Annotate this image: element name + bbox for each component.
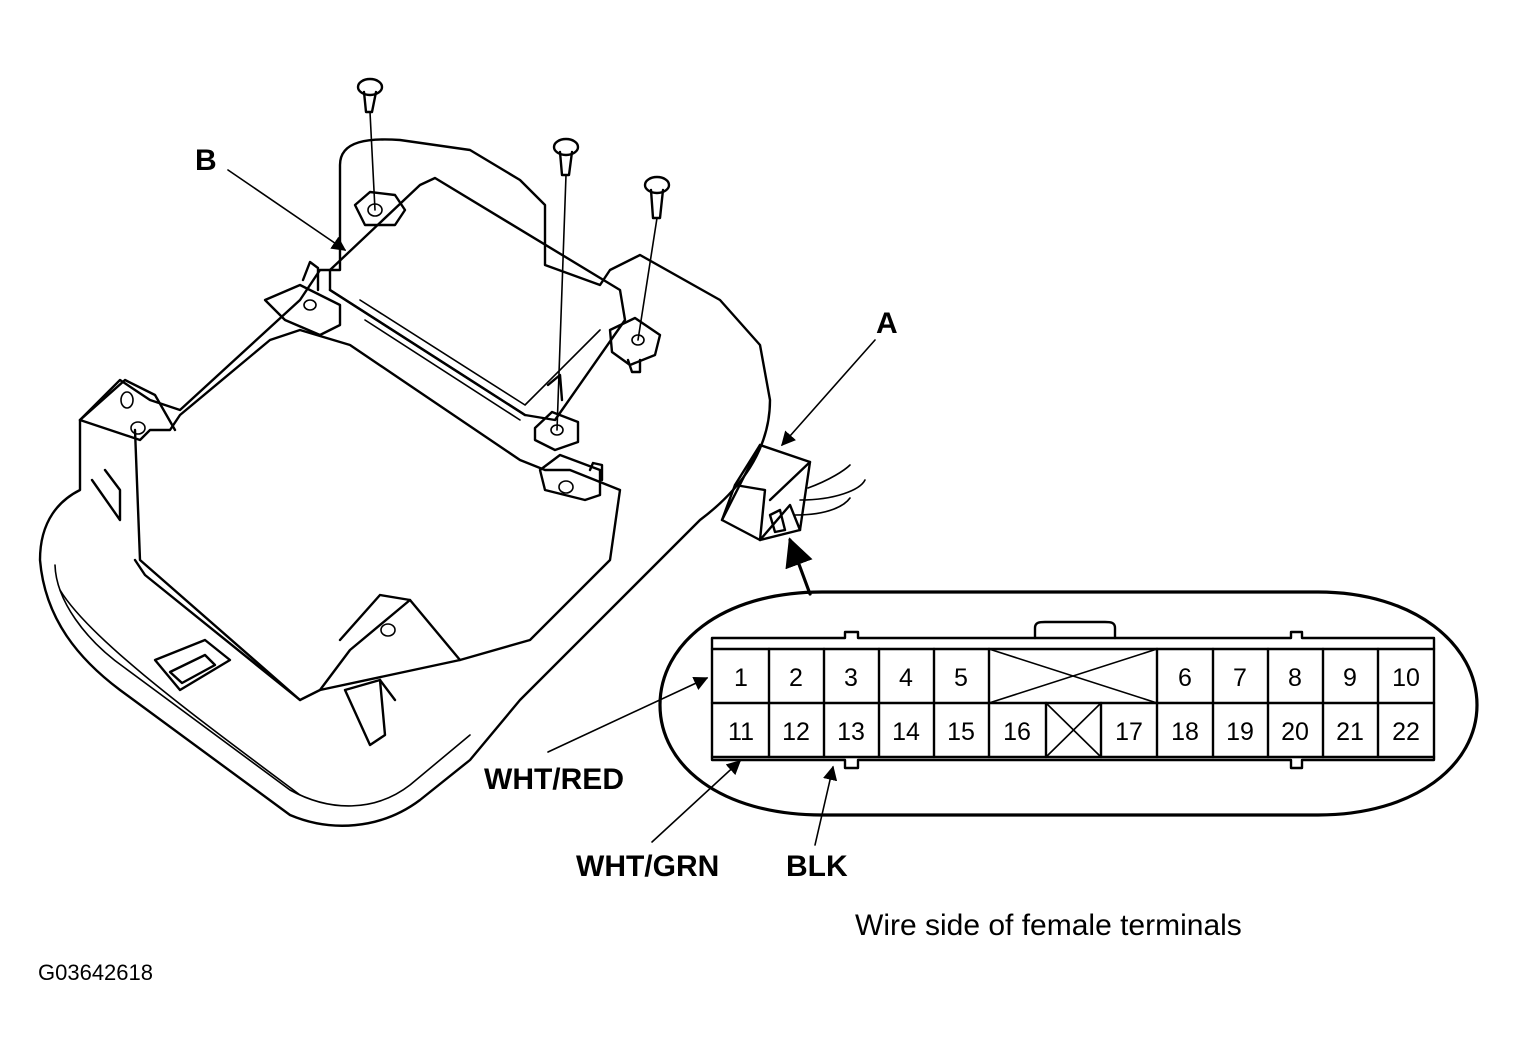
blank-cavity: [988, 648, 1158, 704]
terminal-number: 20: [1281, 718, 1309, 746]
caption: Wire side of female terminals: [855, 909, 1242, 942]
connector-face: 1 2 3 4 5 6 7 8 9 10 11 12 13 14 15 16 1…: [658, 590, 1479, 817]
label-wht-grn: WHT/GRN: [576, 850, 719, 883]
leader-connector: [785, 537, 813, 596]
terminal-number: 8: [1288, 664, 1302, 692]
leader-b: [227, 169, 347, 251]
terminal-number: 18: [1171, 718, 1199, 746]
connector-a-plug: [720, 443, 866, 542]
terminal-number: 13: [837, 718, 865, 746]
terminal-number: 3: [844, 664, 858, 692]
screw: [356, 77, 384, 211]
terminal-number: 12: [782, 718, 810, 746]
terminal-number: 2: [789, 664, 803, 692]
label-part-a: A: [876, 307, 898, 340]
terminal-number: 5: [954, 664, 968, 692]
terminal-number: 21: [1336, 718, 1364, 746]
terminal-number: 10: [1392, 664, 1420, 692]
terminal-number: 9: [1343, 664, 1357, 692]
terminal-number: 7: [1233, 664, 1247, 692]
blank-cavity: [1045, 702, 1102, 758]
ceiling-housing: [38, 77, 772, 827]
terminal-number: 14: [892, 718, 920, 746]
terminal-number: 6: [1178, 664, 1192, 692]
screw: [552, 137, 580, 431]
terminal-number: 15: [947, 718, 975, 746]
terminal-number: 19: [1226, 718, 1254, 746]
label-blk: BLK: [786, 850, 848, 883]
terminal-number: 16: [1003, 718, 1031, 746]
screw: [637, 175, 671, 341]
terminal-number: 4: [899, 664, 913, 692]
terminal-number: 11: [728, 718, 754, 746]
terminal-number: 17: [1115, 718, 1143, 746]
leader-wht-grn: [651, 760, 742, 843]
terminal-number: 1: [734, 664, 748, 692]
leader-a: [781, 339, 876, 447]
leader-wht-red: [547, 676, 709, 753]
leader-blk: [814, 765, 838, 846]
label-wht-red: WHT/RED: [484, 763, 624, 796]
label-part-b: B: [195, 144, 217, 177]
figure-code: G03642618: [38, 960, 153, 985]
terminal-number: 22: [1392, 718, 1420, 746]
